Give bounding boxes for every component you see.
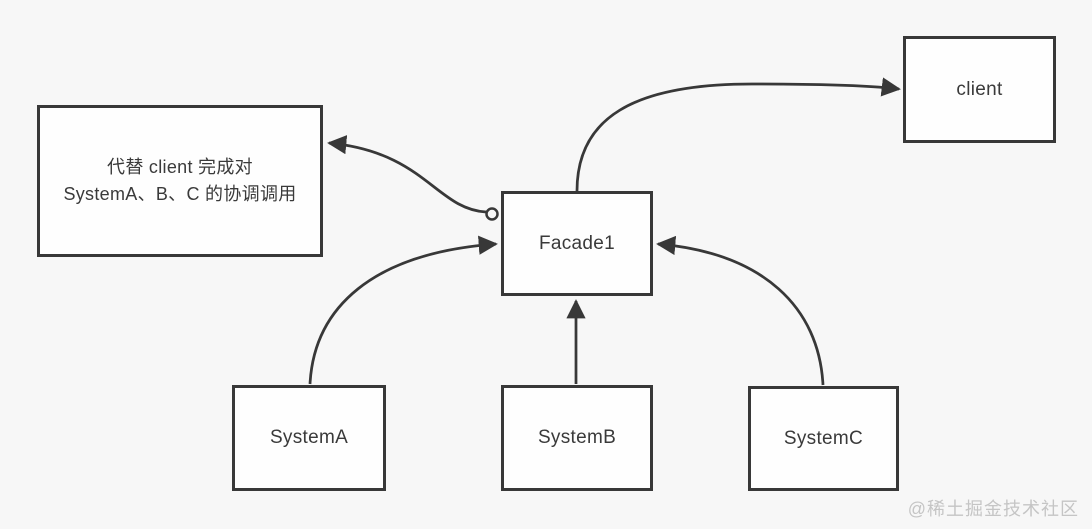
node-facade1-label: Facade1 xyxy=(538,232,616,254)
annotation-circle-connector xyxy=(485,207,499,221)
node-client: client xyxy=(903,36,1056,143)
edge-systema-to-facade xyxy=(308,235,498,385)
node-systemc: SystemC xyxy=(748,386,899,491)
node-client-label: client xyxy=(956,78,1003,100)
note-text-line1: 代替 client 完成对 xyxy=(107,157,253,177)
watermark: @稀土掘金技术社区 xyxy=(907,499,1079,519)
note-box: 代替 client 完成对 SystemA、B、C 的协调调用 xyxy=(37,105,323,257)
note-text-line2: SystemA、B、C 的协调调用 xyxy=(63,184,297,204)
note-text: 代替 client 完成对 SystemA、B、C 的协调调用 xyxy=(63,154,296,208)
node-facade1: Facade1 xyxy=(501,191,653,296)
node-systemb-label: SystemB xyxy=(537,427,617,448)
edge-systemc-to-facade xyxy=(656,235,825,386)
node-systemb: SystemB xyxy=(501,385,653,491)
node-systema-label: SystemA xyxy=(269,427,349,448)
edge-facade-to-client xyxy=(575,77,901,192)
node-systemc-label: SystemC xyxy=(783,427,864,449)
edge-facade-to-note xyxy=(327,135,487,214)
node-systema: SystemA xyxy=(232,385,386,491)
